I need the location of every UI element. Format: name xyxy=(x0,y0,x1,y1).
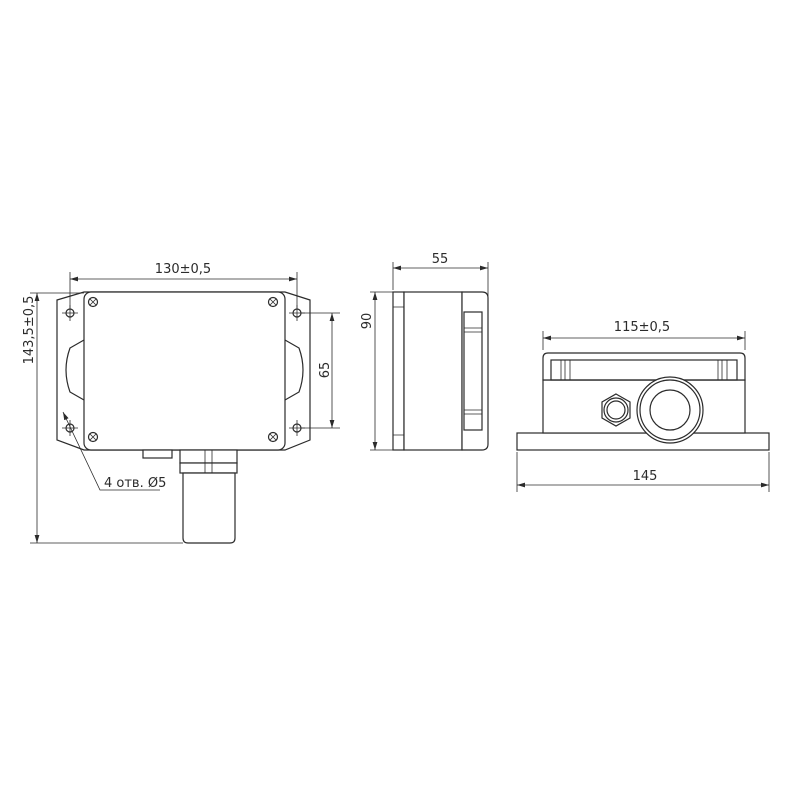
enclosure-lid xyxy=(83,291,286,451)
lid-rim xyxy=(550,359,738,381)
front-view: 130±0,5 65 143,5±0,5 4 отв. Ø5 xyxy=(22,262,340,544)
height-dimension-90: 90 xyxy=(360,313,375,330)
side-latch-right xyxy=(284,339,304,401)
flange-plate xyxy=(392,291,405,451)
base-flange xyxy=(516,432,770,451)
base-width-dimension-145: 145 xyxy=(633,469,658,484)
lid-edge xyxy=(463,311,483,431)
holes-note: 4 отв. Ø5 xyxy=(104,476,166,491)
enclosure-lid xyxy=(461,291,489,451)
side-latch-left xyxy=(65,339,85,401)
inner-width-dimension-115: 115±0,5 xyxy=(614,320,670,335)
enclosure-lid xyxy=(542,352,746,381)
sensor-cable-gland xyxy=(636,376,704,444)
end-view: 115±0,5 145 xyxy=(516,320,770,492)
small-cable-gland xyxy=(601,393,631,427)
hole-spacing-dimension-65: 65 xyxy=(318,362,333,379)
height-dimension-143-5: 143,5±0,5 xyxy=(22,296,37,365)
cable-gland-sensor xyxy=(179,449,238,544)
side-view: 55 90 xyxy=(360,252,489,451)
enclosure-body xyxy=(403,291,463,451)
connector xyxy=(142,449,173,459)
depth-dimension-55: 55 xyxy=(432,252,449,267)
width-dimension-130: 130±0,5 xyxy=(155,262,211,277)
lid-screws xyxy=(87,296,279,443)
